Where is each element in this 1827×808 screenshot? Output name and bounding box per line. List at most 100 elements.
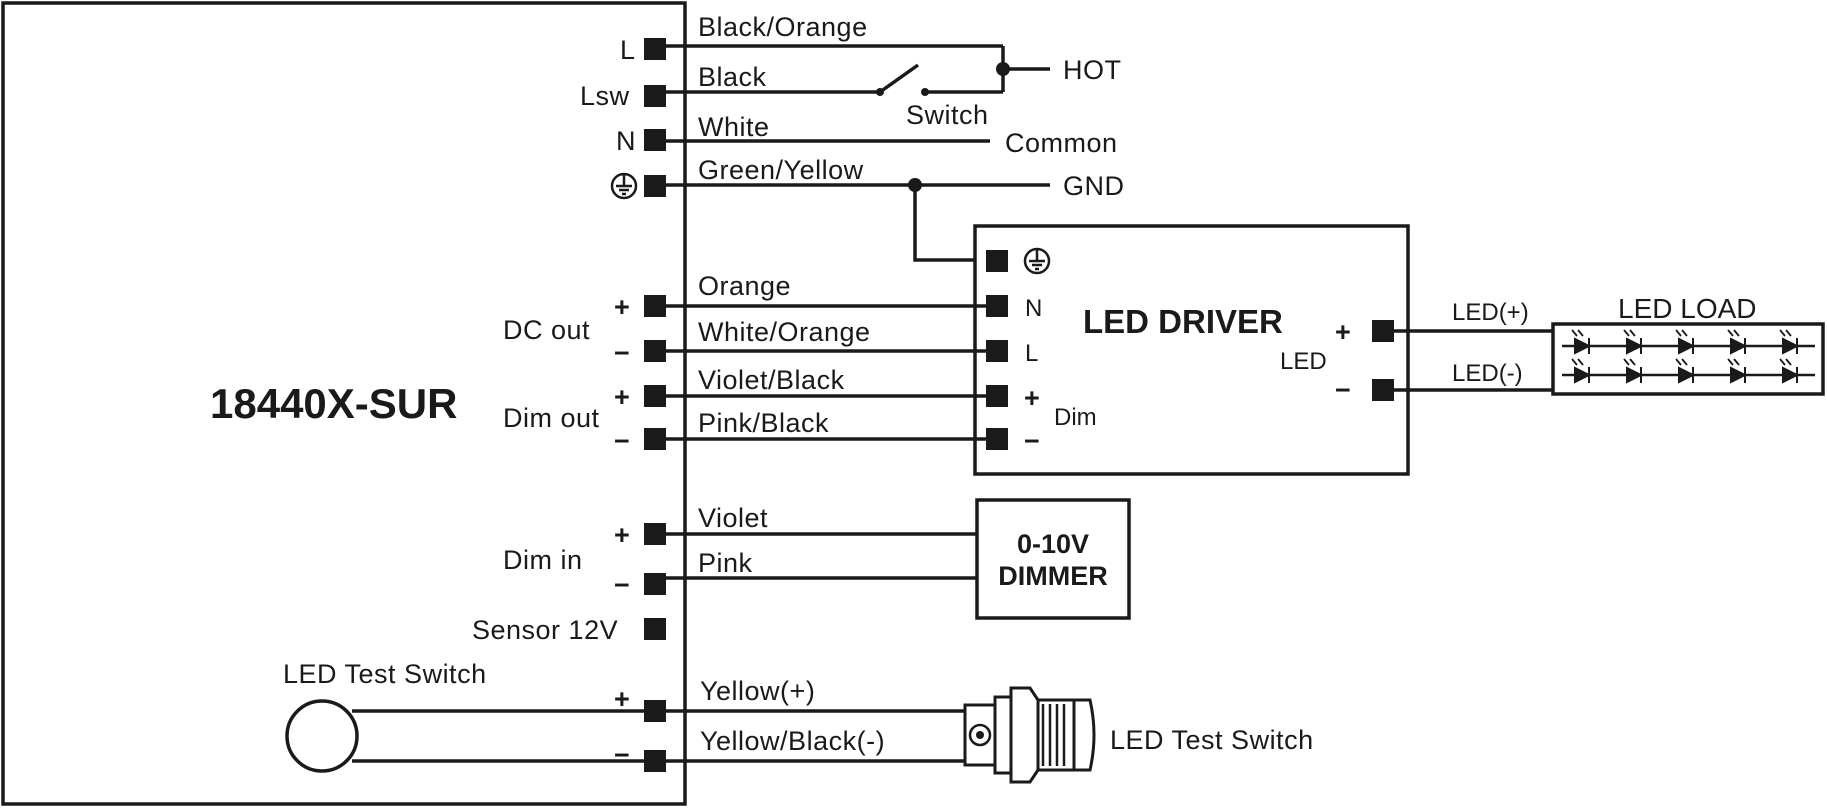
led-emission-icon	[1727, 329, 1740, 337]
driver-terminal-dim-minus	[986, 428, 1008, 450]
wire-label-yellow: Yellow(+)	[700, 676, 815, 706]
ground-icon	[610, 172, 638, 200]
wire-label-yellow-black: Yellow/Black(-)	[700, 726, 885, 756]
label-dim-in: Dim in	[503, 545, 583, 575]
led-diode-icon	[1678, 337, 1696, 355]
load-label-pos: LED(+)	[1452, 299, 1529, 326]
terminal-test-minus	[644, 750, 666, 772]
led-diode-icon	[1782, 337, 1800, 355]
driver-label-n: N	[1025, 295, 1042, 322]
wire-gnd-to-driver	[913, 185, 975, 262]
mains-hot: HOT	[1063, 55, 1122, 85]
led-diode-icon	[1730, 366, 1748, 384]
switch-contact-a	[876, 88, 884, 96]
test-switch-device-icon	[963, 686, 1096, 784]
wire-label-pink-black: Pink/Black	[698, 408, 829, 438]
switch-lever	[878, 63, 920, 94]
label-dim-out: Dim out	[503, 403, 600, 433]
led-row-bottom	[1562, 358, 1815, 384]
terminal-lsw	[644, 85, 666, 107]
driver-label-dim-minus: −	[1024, 426, 1040, 456]
label-sensor: Sensor 12V	[472, 615, 618, 645]
driver-ground-icon	[1023, 247, 1051, 275]
led-diode-icon	[1626, 366, 1644, 384]
driver-terminal-n	[986, 295, 1008, 317]
driver-terminal-led-minus	[1372, 379, 1394, 401]
controller-name: 18440X-SUR	[210, 380, 457, 427]
led-diode-icon	[1678, 366, 1696, 384]
controller-terminals	[644, 38, 666, 772]
label-lsw: Lsw	[580, 81, 630, 111]
wire-label-orange: Orange	[698, 271, 791, 301]
led-emission-icon	[1623, 329, 1636, 337]
led-diode-icon	[1574, 366, 1592, 384]
led-diode-icon	[1574, 337, 1592, 355]
terminal-dim-in-minus	[644, 573, 666, 595]
label-dim-in-plus: +	[614, 520, 630, 550]
label-dc-out-minus: −	[614, 338, 630, 368]
led-emission-icon	[1623, 358, 1636, 366]
terminal-dim-out-plus	[644, 385, 666, 407]
terminal-ground	[644, 175, 666, 197]
dimmer-line1: 0-10V	[1017, 529, 1089, 559]
driver-label-dim-plus: +	[1024, 383, 1040, 413]
led-emission-icon	[1779, 329, 1792, 337]
led-emission-icon	[1571, 358, 1584, 366]
driver-terminal-dim-plus	[986, 385, 1008, 407]
wire-label-black: Black	[698, 62, 767, 92]
label-dim-in-minus: −	[614, 570, 630, 600]
wire-label-green-yellow: Green/Yellow	[698, 155, 864, 185]
led-emission-icon	[1571, 329, 1584, 337]
label-l: L	[620, 35, 636, 65]
label-test-switch: LED Test Switch	[283, 659, 487, 689]
terminal-sensor	[644, 618, 666, 640]
led-load-box	[1551, 322, 1825, 396]
driver-label-led-minus: −	[1335, 375, 1351, 405]
label-test-minus: −	[614, 740, 630, 770]
led-driver-title: LED DRIVER	[1083, 303, 1283, 340]
driver-terminal-l	[986, 340, 1008, 362]
driver-label-led: LED	[1280, 348, 1327, 375]
driver-terminal-ground	[986, 250, 1008, 272]
label-test-plus: +	[614, 684, 630, 714]
terminal-l	[644, 38, 666, 60]
test-switch-button-icon	[285, 699, 359, 773]
terminal-dim-in-plus	[644, 523, 666, 545]
wire-label-violet-black: Violet/Black	[698, 365, 845, 395]
mains-common: Common	[1005, 128, 1118, 158]
dimmer-box	[975, 498, 1131, 620]
driver-terminal-led-plus	[1372, 320, 1394, 342]
wire-label-white: White	[698, 112, 770, 142]
switch-label: Switch	[906, 100, 989, 130]
mains-gnd: GND	[1063, 171, 1125, 201]
led-emission-icon	[1675, 329, 1688, 337]
wire-label-violet: Violet	[698, 503, 768, 533]
led-emission-icon	[1727, 358, 1740, 366]
led-diode-icon	[1730, 337, 1748, 355]
label-dc-out: DC out	[503, 315, 590, 345]
label-dc-out-plus: +	[614, 292, 630, 322]
led-diode-icon	[1626, 337, 1644, 355]
controller-box	[1, 1, 687, 806]
label-dim-out-plus: +	[614, 382, 630, 412]
driver-label-led-plus: +	[1335, 317, 1351, 347]
terminal-test-plus	[644, 700, 666, 722]
led-diode-icon	[1782, 366, 1800, 384]
wire-label-pink: Pink	[698, 548, 753, 578]
terminal-dim-out-minus	[644, 428, 666, 450]
wire-label-black-orange: Black/Orange	[698, 12, 868, 42]
label-n: N	[616, 126, 636, 156]
led-emission-icon	[1675, 358, 1688, 366]
terminal-n	[644, 129, 666, 151]
wire-label-white-orange: White/Orange	[698, 317, 871, 347]
external-test-switch-label: LED Test Switch	[1110, 725, 1314, 755]
terminal-dc-out-plus	[644, 295, 666, 317]
load-label-neg: LED(-)	[1452, 360, 1523, 387]
driver-label-l: L	[1025, 340, 1038, 367]
dimmer-line2: DIMMER	[998, 561, 1108, 591]
label-dim-out-minus: −	[614, 426, 630, 456]
terminal-dc-out-minus	[644, 340, 666, 362]
led-load-title: LED LOAD	[1618, 293, 1757, 324]
led-row-top	[1562, 329, 1815, 355]
